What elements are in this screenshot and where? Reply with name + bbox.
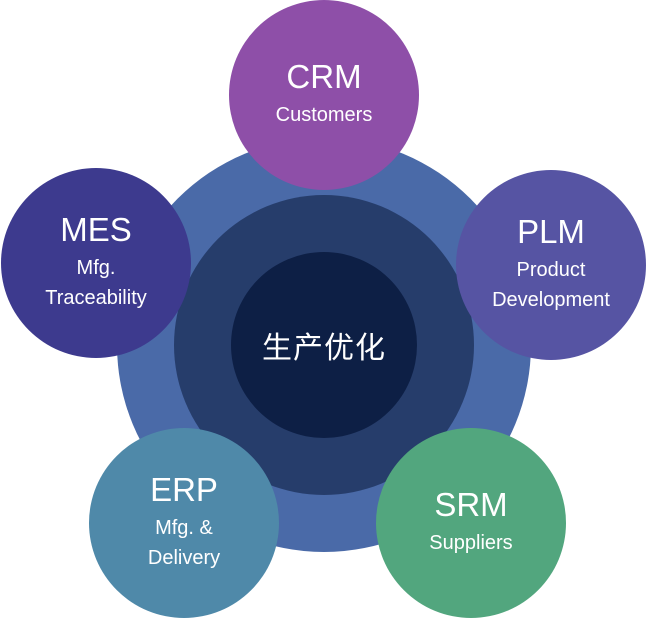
mes-subtitle: Mfg. Traceability bbox=[45, 253, 147, 313]
plm-subtitle-line: Development bbox=[492, 289, 610, 312]
erp-subtitle-line: Delivery bbox=[147, 547, 221, 570]
center-label: 生产优化 bbox=[262, 331, 386, 366]
plm-subtitle-line: Product bbox=[516, 259, 586, 282]
plm-title: PLM bbox=[517, 212, 585, 250]
srm-node[interactable]: SRM Suppliers bbox=[376, 428, 566, 618]
mes-title: MES bbox=[60, 210, 132, 248]
plm-node[interactable]: PLM Product Development bbox=[456, 170, 646, 360]
mes-node[interactable]: MES Mfg. Traceability bbox=[1, 168, 191, 358]
erp-title: ERP bbox=[150, 470, 218, 508]
crm-node[interactable]: CRM Customers bbox=[229, 0, 419, 190]
mes-subtitle-line: Traceability bbox=[45, 287, 147, 310]
inner-ring bbox=[231, 252, 417, 438]
plm-subtitle: Product Development bbox=[492, 255, 610, 315]
erp-subtitle: Mfg. & Delivery bbox=[148, 513, 220, 573]
srm-subtitle: Suppliers bbox=[429, 528, 512, 558]
crm-subtitle-line: Customers bbox=[275, 104, 373, 127]
erp-node[interactable]: ERP Mfg. & Delivery bbox=[89, 428, 279, 618]
mes-subtitle-line: Mfg. bbox=[76, 257, 116, 280]
crm-title: CRM bbox=[286, 57, 362, 95]
srm-title: SRM bbox=[434, 485, 508, 523]
crm-subtitle: Customers bbox=[276, 100, 373, 130]
srm-subtitle-line: Suppliers bbox=[429, 532, 513, 555]
erp-subtitle-line: Mfg. & bbox=[155, 517, 213, 540]
